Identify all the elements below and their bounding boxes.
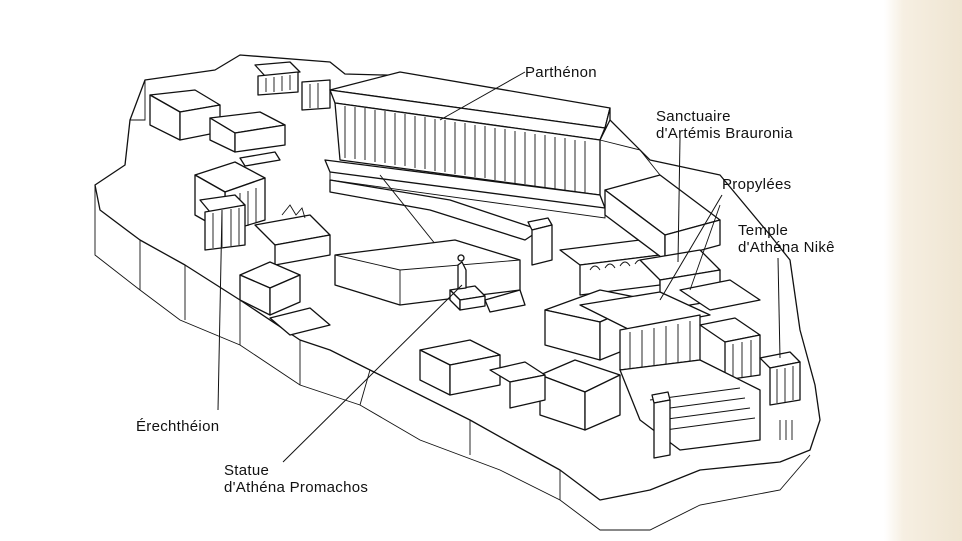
- leader-statue: [282, 284, 463, 463]
- parthenon-temple: [324, 71, 611, 219]
- leader-erechtheion: [217, 209, 223, 411]
- sanctuary-artemis: [527, 217, 661, 296]
- label-athena-nike: Temple d'Athéna Nikê: [738, 222, 835, 256]
- erechtheion-temple: [194, 151, 331, 266]
- athena-nike-temple: [759, 351, 801, 440]
- leader-parthenon: [439, 71, 526, 121]
- leader-propylaea: [659, 194, 723, 301]
- leader-sanctuary: [677, 137, 681, 263]
- propylaea-gate: [544, 174, 761, 451]
- athena-promachos-statue: [449, 254, 486, 311]
- label-athena-promachos: Statue d'Athéna Promachos: [224, 462, 369, 496]
- paper-edge: [884, 0, 962, 541]
- label-sanctuary-artemis: Sanctuaire d'Artémis Brauronia: [656, 108, 793, 142]
- label-propylaea: Propylées: [722, 176, 792, 193]
- label-erechtheion: Érechthéion: [136, 418, 220, 435]
- leader-nike: [777, 257, 781, 359]
- label-parthenon: Parthénon: [525, 64, 597, 81]
